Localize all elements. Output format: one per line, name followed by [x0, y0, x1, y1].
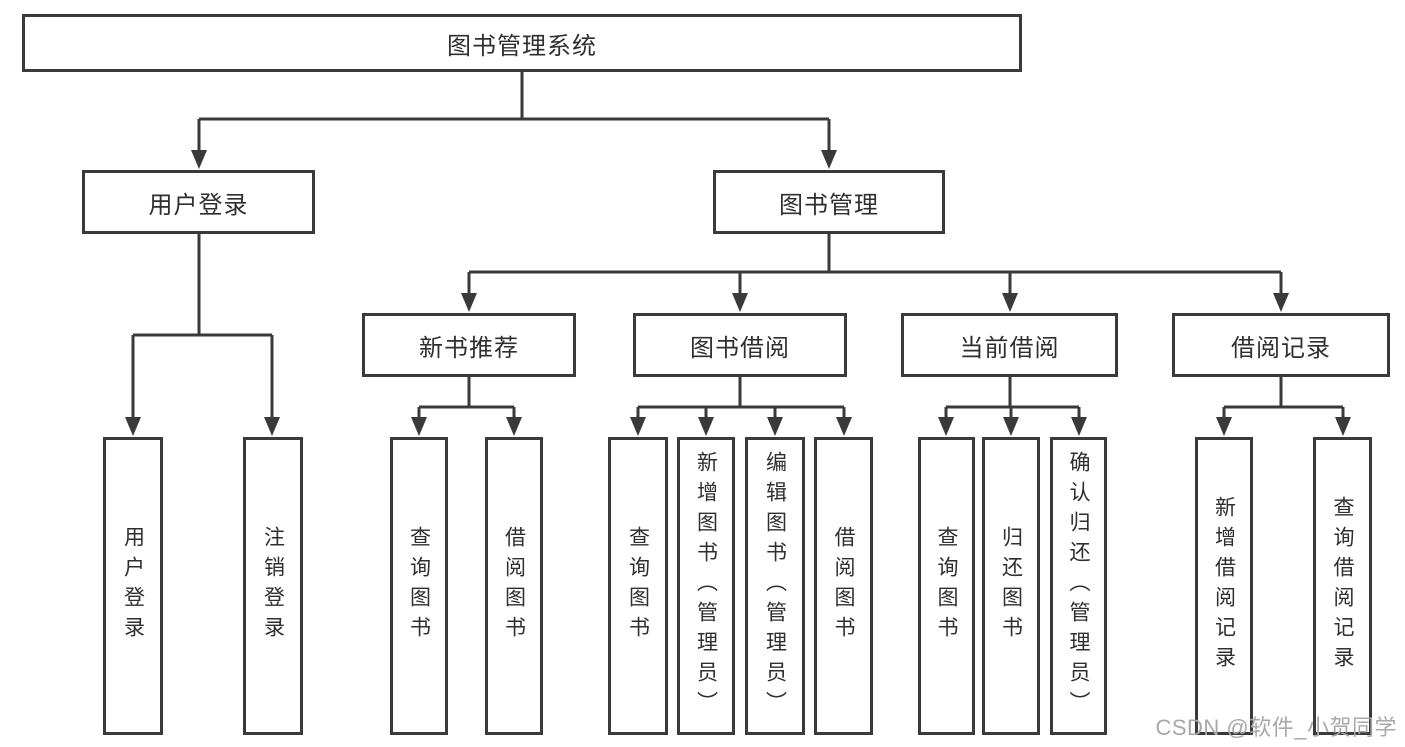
leaf-borrow-books: 借阅图书: [485, 437, 543, 735]
node-book-borrow: 图书借阅: [633, 313, 847, 377]
leaf-query-books: 查询图书: [390, 437, 448, 735]
arrow-down-icon: [630, 417, 646, 436]
arrow-down-icon: [821, 150, 837, 169]
leaf-label: 编辑图书（管理员）: [763, 451, 787, 721]
node-book-management: 图书管理: [713, 170, 945, 234]
arrow-down-icon: [506, 417, 522, 436]
leaf-label: 用户登录: [121, 526, 145, 646]
leaf-query-books: 查询图书: [608, 437, 668, 735]
arrow-down-icon: [698, 417, 714, 436]
leaf-label: 查询图书: [407, 526, 431, 646]
leaf-logout: 注销登录: [243, 437, 303, 735]
arrow-down-icon: [1273, 293, 1289, 312]
leaf-label: 查询借阅记录: [1331, 496, 1354, 676]
leaf-label: 确认归还（管理员）: [1067, 451, 1090, 721]
arrow-down-icon: [1071, 417, 1087, 436]
arrow-down-icon: [191, 150, 207, 169]
leaf-label: 注销登录: [261, 526, 285, 646]
leaf-add-book-admin: 新增图书（管理员）: [677, 437, 735, 735]
leaf-query-borrow-record: 查询借阅记录: [1313, 437, 1372, 735]
arrow-down-icon: [836, 417, 852, 436]
leaf-label: 借阅图书: [502, 526, 526, 646]
leaf-confirm-return-admin: 确认归还（管理员）: [1050, 437, 1107, 735]
leaf-add-borrow-record: 新增借阅记录: [1195, 437, 1253, 735]
leaf-user-login: 用户登录: [103, 437, 163, 735]
arrow-down-icon: [732, 293, 748, 312]
leaf-query-books: 查询图书: [918, 437, 975, 735]
csdn-watermark: CSDN @软件_小贺同学: [1155, 715, 1397, 740]
leaf-label: 新增借阅记录: [1212, 496, 1236, 676]
node-user-login: 用户登录: [82, 170, 315, 234]
arrow-down-icon: [767, 417, 783, 436]
node-new-book-recommend: 新书推荐: [362, 313, 576, 377]
arrow-down-icon: [461, 293, 477, 312]
arrow-down-icon: [1216, 417, 1232, 436]
arrow-down-icon: [1002, 293, 1018, 312]
arrow-down-icon: [125, 417, 141, 436]
arrow-down-icon: [1335, 417, 1351, 436]
leaf-label: 借阅图书: [832, 526, 855, 646]
arrow-down-icon: [264, 417, 280, 436]
arrow-down-icon: [411, 417, 427, 436]
leaf-label: 新增图书（管理员）: [694, 451, 718, 721]
leaf-label: 查询图书: [935, 526, 958, 646]
node-borrow-records: 借阅记录: [1172, 313, 1390, 377]
node-root-system: 图书管理系统: [22, 14, 1022, 72]
arrow-down-icon: [938, 417, 954, 436]
arrow-down-icon: [1003, 417, 1019, 436]
leaf-label: 归还图书: [999, 526, 1023, 646]
node-current-borrow: 当前借阅: [901, 313, 1118, 377]
leaf-edit-book-admin: 编辑图书（管理员）: [745, 437, 805, 735]
leaf-return-book: 归还图书: [982, 437, 1040, 735]
leaf-borrow-books: 借阅图书: [814, 437, 873, 735]
leaf-label: 查询图书: [626, 526, 650, 646]
